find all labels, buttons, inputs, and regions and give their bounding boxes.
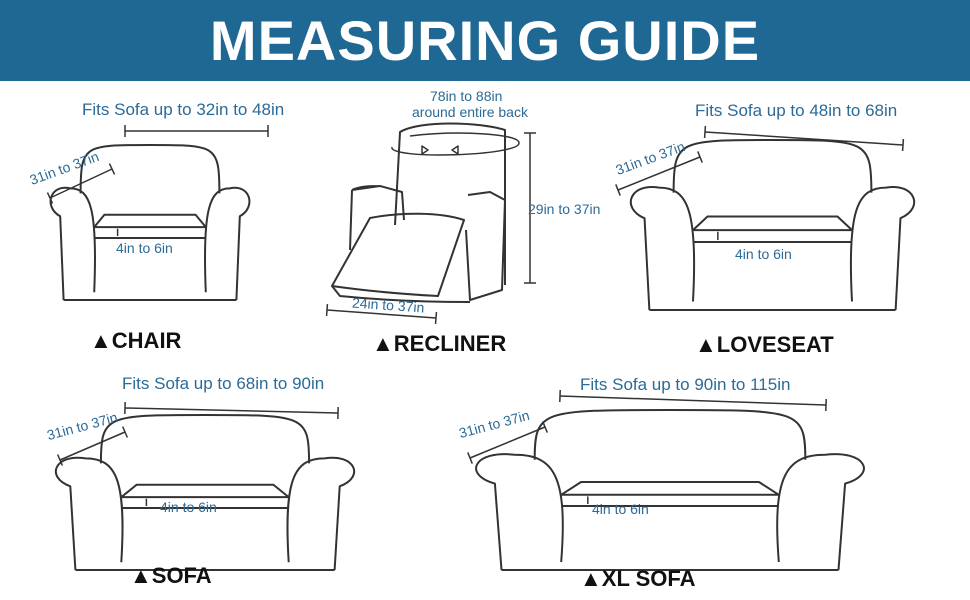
recliner-height-dim-ends <box>524 132 536 284</box>
recliner-right-arm <box>465 191 506 301</box>
loveseat-left-arm <box>629 185 696 311</box>
recliner-caption: ▲RECLINER <box>372 331 507 356</box>
chair-width-label: Fits Sofa up to 32in to 48in <box>82 100 285 119</box>
recliner-width-dim-ends <box>325 303 438 325</box>
chair-seat-label: 4in to 6in <box>116 240 173 256</box>
recliner-around-arrow <box>391 132 520 156</box>
recliner-arrowheads <box>421 145 459 155</box>
chair-left-arm <box>49 186 97 301</box>
xl-sofa-depth-dim-ends <box>467 421 548 464</box>
recliner-footrest <box>331 212 465 297</box>
loveseat-depth-dim <box>617 156 701 191</box>
sofa-depth-dim <box>59 431 126 461</box>
xl-sofa-width-dim-ends <box>559 389 827 412</box>
loveseat-seat-label: 4in to 6in <box>735 246 792 262</box>
loveseat-right-arm <box>849 185 916 311</box>
xl-sofa-right-arm <box>776 453 865 571</box>
chair-back <box>79 144 221 194</box>
sofa-depth-dim-ends <box>56 426 129 466</box>
loveseat-back <box>672 139 873 193</box>
chair-caption: ▲CHAIR <box>90 328 182 353</box>
page-title: MEASURING GUIDE <box>209 9 761 72</box>
chair-width-dim-ends <box>124 125 269 137</box>
loveseat-width-dim <box>704 131 904 146</box>
xl-sofa-cushion <box>560 481 780 507</box>
sofa-caption: ▲SOFA <box>130 563 212 588</box>
xl-sofa-seat-label: 4in to 6in <box>592 501 649 517</box>
recliner-around-label: 78in to 88in <box>430 88 503 104</box>
sofa-width-dim-ends <box>124 401 339 420</box>
chair-depth-dim <box>49 168 113 199</box>
loveseat-width-label: Fits Sofa up to 48in to 68in <box>695 101 898 120</box>
chair-cushion <box>93 213 207 239</box>
loveseat-depth-dim-ends <box>615 151 703 196</box>
xl-sofa-left-arm <box>475 453 564 571</box>
sofa-seat-label: 4in to 6in <box>160 499 217 515</box>
sofa-right-arm <box>286 456 356 571</box>
recliner-left-arm <box>349 185 405 251</box>
recliner-footrest-bottom <box>331 285 471 303</box>
recliner-back <box>394 122 506 285</box>
loveseat-cushion <box>692 215 853 243</box>
xl-sofa-back <box>533 409 807 460</box>
chair-depth-dim-ends <box>46 163 116 204</box>
recliner-around-label-2: around entire back <box>412 104 528 120</box>
sofa-back <box>99 414 311 464</box>
loveseat-width-dim-ends <box>703 125 905 152</box>
xl-sofa-width-dim <box>559 395 827 406</box>
recliner-width-dim <box>326 309 437 319</box>
recliner-height-label: 29in to 37in <box>528 201 601 217</box>
sofa-width-dim <box>124 407 339 414</box>
xl-sofa-caption: ▲XL SOFA <box>580 566 696 591</box>
header-banner: MEASURING GUIDE <box>0 0 970 81</box>
sofa-left-arm <box>54 456 124 571</box>
xl-sofa-width-label: Fits Sofa up to 90in to 115in <box>580 375 791 394</box>
sofa-cushion <box>120 483 290 509</box>
xl-sofa-depth-dim <box>469 426 546 459</box>
sofa-width-label: Fits Sofa up to 68in to 90in <box>122 374 325 393</box>
loveseat-caption: ▲LOVESEAT <box>695 332 834 357</box>
chair-right-arm <box>203 186 251 301</box>
